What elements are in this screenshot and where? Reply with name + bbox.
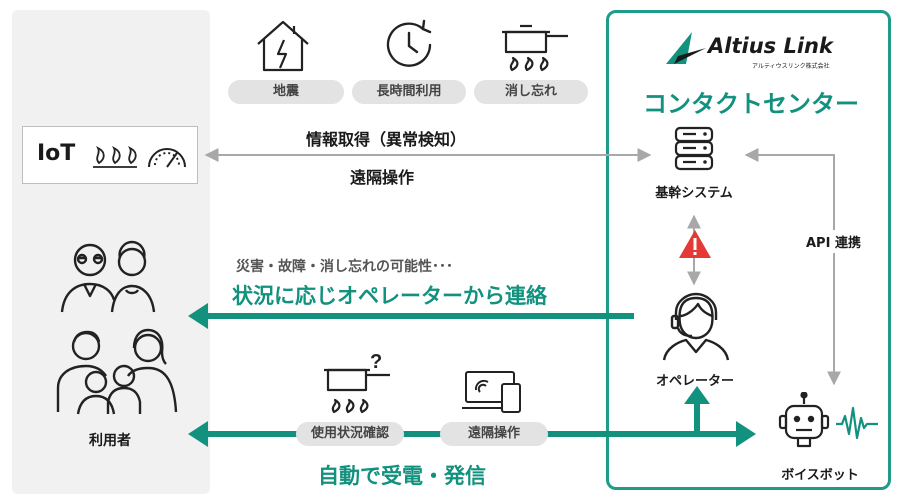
pot-question-icon: ? (324, 352, 390, 414)
remote-op-pill: 遠隔操作 (440, 422, 548, 446)
house-earthquake-icon (257, 20, 309, 72)
remote-device-icon (462, 371, 521, 413)
api-arrow (744, 148, 841, 386)
users-label: 利用者 (89, 433, 131, 449)
api-label: API 連携 (806, 230, 861, 253)
user-side-panel (12, 10, 210, 494)
possibility-label: 災害・故障・消し忘れの可能性･･･ (236, 259, 453, 275)
pot-stove-icon (502, 24, 568, 72)
contact-label: 状況に応じオペレーターから連絡 (232, 284, 547, 308)
iot-label: IoT (37, 141, 76, 166)
operator-icon (662, 292, 730, 361)
warning-icon (679, 230, 711, 258)
up-arrow-shaft (694, 402, 700, 434)
core-system-label: 基幹システム (655, 186, 733, 201)
svg-text:?: ? (370, 352, 382, 373)
voicebot-robot-icon (778, 392, 878, 448)
cause-pill-earthquake: 地震 (228, 80, 344, 104)
gauge-icon (148, 148, 186, 168)
gas-burner-icon (93, 145, 137, 168)
iot-box: IoT (22, 126, 198, 184)
operator-label: オペレーター (655, 374, 734, 389)
auto-arrow-left-head (188, 421, 208, 447)
voicebot-label: ボイスボット (781, 468, 859, 483)
info-acquire-label: 情報取得（異常検知） (306, 130, 467, 149)
elderly-couple-icon (60, 240, 156, 313)
contact-center-title: コンタクトセンター (643, 90, 859, 118)
contact-arrow-shaft (208, 313, 634, 319)
logo-text: Altius Link (708, 34, 833, 58)
usage-check-pill: 使用状況確認 (296, 422, 404, 446)
contact-center-panel (606, 10, 891, 490)
clock-icon (386, 19, 432, 67)
cause-pill-forgot: 消し忘れ (474, 80, 588, 104)
up-arrow-head (684, 386, 710, 404)
family-icon (56, 328, 178, 415)
remote-op-top-label: 遠隔操作 (350, 168, 415, 187)
cause-pill-long-use: 長時間利用 (352, 80, 466, 104)
contact-arrow-head (188, 303, 208, 329)
server-database-icon (674, 126, 714, 171)
auto-arrow-right-head (736, 421, 756, 447)
logo-subtext: アルティウスリンク株式会社 (752, 63, 830, 70)
altius-logo-icon (666, 32, 706, 64)
auto-call-label: 自動で受電・発信 (318, 464, 486, 488)
